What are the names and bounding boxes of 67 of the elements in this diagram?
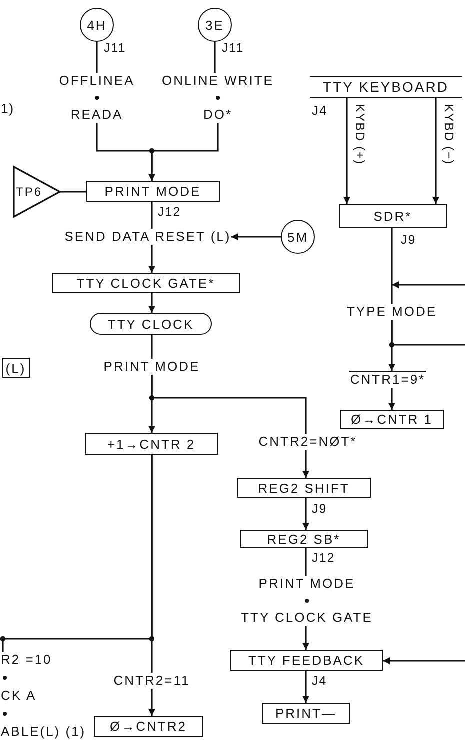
signal-bar: TTY KEYBOARD xyxy=(310,76,462,98)
process-box: REG2 SB* xyxy=(240,530,368,548)
connector-line xyxy=(96,42,98,73)
signal-label: CNTR2=NØT* xyxy=(258,434,358,450)
process-box: SDR* xyxy=(339,204,447,228)
edge-label: J4 xyxy=(311,674,328,688)
signal-label: 1) xyxy=(1,101,15,117)
signal-label: TTY CLOCK GATE xyxy=(241,610,373,626)
process-box: PRINT— xyxy=(262,703,350,724)
arrow xyxy=(148,689,156,716)
connector-line xyxy=(214,42,216,73)
connector-line xyxy=(391,228,393,304)
process-box: Ø→CNTR2 xyxy=(94,716,203,737)
connector-line xyxy=(391,320,465,346)
edge-label: KYBD (−) xyxy=(441,104,457,166)
edge-label: J9 xyxy=(400,233,418,247)
signal-label: TYPE MODE xyxy=(346,304,438,320)
arrow xyxy=(231,234,281,240)
test-point-label: TP6 xyxy=(16,184,43,200)
connector-line xyxy=(305,548,307,576)
signal-label: PRINT MODE xyxy=(104,359,200,375)
arrow xyxy=(148,123,219,181)
connector-line xyxy=(151,455,153,673)
signal-label: ONLINE WRITE xyxy=(162,73,274,89)
condition-label: CNTR1=9* xyxy=(349,371,427,388)
signal-label: DO* xyxy=(203,107,233,123)
arrow xyxy=(148,293,156,313)
arrow xyxy=(432,98,440,204)
connector-line xyxy=(151,335,153,359)
arrow xyxy=(388,388,396,410)
process-box: Ø→CNTR 1 xyxy=(340,410,444,429)
connector-circle: 5M xyxy=(281,220,315,254)
arrow xyxy=(302,498,310,530)
connector-circle: 4H xyxy=(80,8,114,42)
edge-label: KYBD (+) xyxy=(352,104,368,166)
process-box: REG2 SHIFT xyxy=(237,478,371,498)
signal-label: READA xyxy=(70,107,124,123)
edge-label: J9 xyxy=(311,502,328,516)
connector-line xyxy=(60,191,86,193)
arrow xyxy=(148,245,156,273)
process-box: PRINT MODE xyxy=(86,181,220,202)
signal-label: PRINT MODE xyxy=(258,576,356,592)
signal-label: R2 =10 xyxy=(1,652,52,668)
edge-label: J12 xyxy=(311,551,336,565)
signal-label: J4 xyxy=(312,103,328,119)
signal-label: ABLE(L) (1) xyxy=(1,724,86,740)
arrow xyxy=(344,98,350,204)
arrow xyxy=(302,626,310,650)
signal-label: CK A xyxy=(1,688,37,704)
signal-label: CNTR2=11 xyxy=(114,673,190,689)
signal-label: OFFLINEA xyxy=(59,73,135,89)
connector-circle: 3E xyxy=(198,8,232,42)
process-box: TTY CLOCK GATE* xyxy=(52,273,240,293)
arrow xyxy=(302,450,310,478)
edge-label: J12 xyxy=(157,205,182,219)
process-box: TTY FEEDBACK xyxy=(230,650,383,671)
signal-label: SEND DATA RESET (L) xyxy=(64,229,232,245)
edge-label: J11 xyxy=(221,41,246,55)
arrow xyxy=(392,282,465,288)
connector-line xyxy=(151,202,153,229)
process-box: +1→CNTR 2 xyxy=(85,433,218,455)
terminal-box: TTY CLOCK xyxy=(90,313,212,335)
process-box: (L) xyxy=(2,358,30,378)
connector-line xyxy=(151,375,307,434)
edge-label: J11 xyxy=(103,41,128,55)
arrow xyxy=(302,671,310,703)
arrow xyxy=(383,658,465,664)
